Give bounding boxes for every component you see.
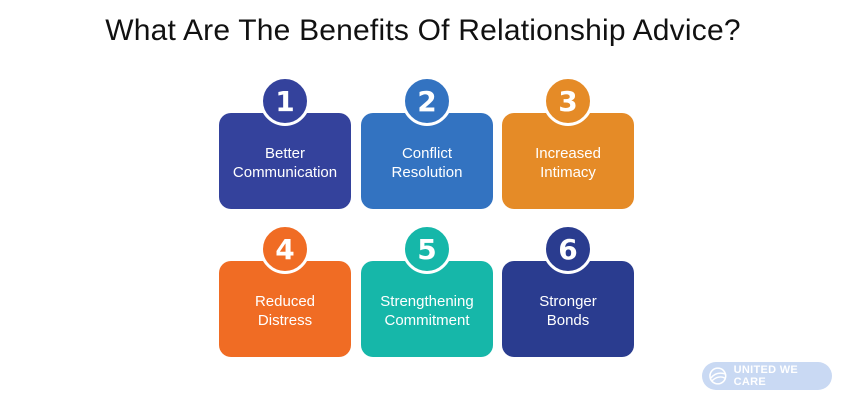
number-badge-4: 4 (260, 224, 310, 274)
benefit-card-5: Strengthening Commitment (361, 261, 493, 357)
benefit-card-2: Conflict Resolution (361, 113, 493, 209)
benefit-card-6: Stronger Bonds (502, 261, 634, 357)
benefit-card-3: Increased Intimacy (502, 113, 634, 209)
benefit-label: Better Communication (232, 145, 338, 181)
number-badge-5: 5 (402, 224, 452, 274)
united-we-care-logo: UNITED WE CARE (702, 362, 832, 390)
benefit-label: Strengthening Commitment (380, 293, 474, 329)
benefit-label: Conflict Resolution (391, 145, 463, 181)
benefit-label: Increased Intimacy (535, 145, 601, 181)
benefit-card-1: Better Communication (219, 113, 351, 209)
benefit-label: Reduced Distress (254, 293, 316, 329)
number-badge-3: 3 (543, 76, 593, 126)
number-badge-2: 2 (402, 76, 452, 126)
number-badge-1: 1 (260, 76, 310, 126)
benefit-card-4: Reduced Distress (219, 261, 351, 357)
page-title: What Are The Benefits Of Relationship Ad… (105, 14, 741, 47)
logo-text: UNITED WE CARE (733, 364, 799, 388)
globe-swoosh-icon (709, 367, 727, 385)
benefit-label: Stronger Bonds (539, 293, 597, 329)
number-badge-6: 6 (543, 224, 593, 274)
